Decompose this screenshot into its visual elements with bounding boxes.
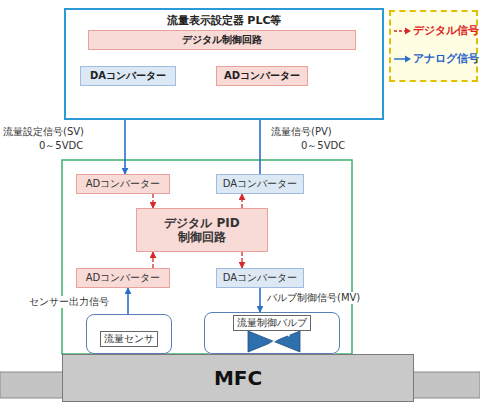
da-converter: DAコンバーター (216, 268, 304, 288)
signal-label: 流量設定信号(SV) (2, 126, 85, 138)
analog-signal-arrow (127, 288, 129, 314)
sensor-box: 流量センサ (86, 314, 172, 354)
node-text: 流量表示設定器 PLC等 (167, 14, 282, 27)
legend-sample (394, 54, 411, 64)
node-text: DAコンバーター (223, 178, 297, 190)
legend-box: デジタル信号アナログ信号 (389, 10, 478, 82)
ad-converter: ADコンバーター (76, 174, 170, 194)
mfc-body: MFC (62, 354, 414, 402)
digital-signal-arrow (241, 194, 242, 208)
legend-row: デジタル信号 (394, 24, 474, 38)
node-text: ADコンバーター (86, 272, 161, 284)
mfc-housing (62, 160, 352, 354)
signal-label: 0～5VDC (38, 140, 84, 152)
valve-ground (204, 312, 340, 354)
ad-converter: ADコンバーター (76, 268, 170, 288)
node-text: 流量センサ (100, 331, 158, 347)
analog-signal-arrow (259, 288, 261, 312)
valve-symbol (248, 329, 300, 352)
digital-signal-arrow (152, 252, 153, 268)
pid-circuit: デジタル PID制御回路 (136, 208, 268, 252)
legend-sample (394, 26, 411, 36)
valve-box: 流量制御バルブ (204, 312, 340, 354)
signal-label: 流量信号(PV) (270, 126, 333, 138)
legend-text: デジタル信号 (413, 24, 479, 38)
node-text: 流量制御バルブ (233, 315, 311, 331)
signal-label: 0～5VDC (300, 140, 346, 152)
node-text: ADコンバーター (86, 178, 161, 190)
controller-box: 流量表示設定器 PLC等デジタル制御回路 DAコンバーター ADコンバーター (64, 8, 384, 120)
legend-row: アナログ信号 (394, 52, 474, 66)
digital-circuit: デジタル制御回路 (88, 30, 356, 50)
legend-text: アナログ信号 (413, 52, 479, 66)
signal-label: バルブ制御信号(MV) (266, 292, 361, 304)
node-text: デジタル PID制御回路 (162, 216, 242, 245)
signal-label: センサー出力信号 (28, 296, 110, 308)
digital-signal-arrow (152, 194, 153, 208)
node-text: デジタル制御回路 (182, 34, 262, 46)
da-converter: DAコンバーター (80, 66, 176, 86)
node-text: DAコンバーター (223, 272, 297, 284)
node-text: ADコンバーター (224, 70, 300, 82)
da-converter: DAコンバーター (216, 174, 304, 194)
digital-signal-arrow (241, 252, 242, 268)
node-text: DAコンバーター (90, 70, 166, 82)
ad-converter: ADコンバーター (216, 66, 308, 86)
node-text: MFC (214, 366, 262, 390)
